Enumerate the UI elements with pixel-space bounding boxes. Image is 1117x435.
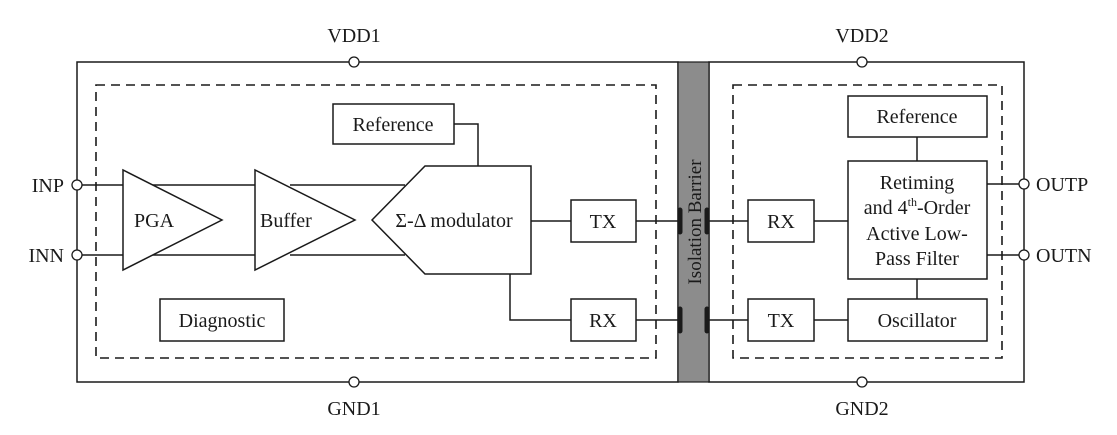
filter-label-line3: Active Low- [866, 223, 968, 245]
inn-pin [71, 249, 83, 261]
vdd1-pin [348, 56, 360, 68]
gnd1-label: GND1 [327, 398, 380, 420]
rx-right-label: RX [767, 211, 795, 233]
gnd2-pin [856, 376, 868, 388]
reference-right-label: Reference [876, 106, 957, 128]
reference-right-block [847, 95, 988, 138]
tx-right-block [747, 298, 815, 342]
inp-pin [71, 179, 83, 191]
pga-label: PGA [134, 210, 175, 232]
isolation-barrier-label: Isolation Barrier [685, 159, 706, 285]
gnd1-pin [348, 376, 360, 388]
outn-pin [1018, 249, 1030, 261]
inp-label: INP [32, 175, 64, 197]
outp-pin [1018, 178, 1030, 190]
rx-left-block [570, 298, 637, 342]
buffer-amplifier [254, 168, 357, 272]
vdd2-pin [856, 56, 868, 68]
inn-label: INN [28, 245, 64, 267]
vdd1-label: VDD1 [327, 25, 380, 47]
rx-right-block [747, 199, 815, 243]
oscillator-block [847, 298, 988, 342]
buffer-label: Buffer [260, 210, 312, 232]
modulator-label: Σ-Δ modulator [395, 210, 513, 232]
filter-label-line4: Pass Filter [875, 248, 959, 270]
tx-right-label: TX [768, 310, 795, 332]
tx-left-block [570, 199, 637, 243]
sigma-delta-modulator [370, 165, 532, 275]
outn-label: OUTN [1036, 245, 1092, 267]
filter-label-line2: and 4th-Order [864, 195, 971, 219]
diagnostic-label: Diagnostic [179, 310, 266, 332]
isolation-barrier [677, 61, 710, 383]
pga-amplifier [122, 168, 224, 272]
gnd2-label: GND2 [835, 398, 888, 420]
outp-label: OUTP [1036, 174, 1088, 196]
rx-left-label: RX [589, 310, 617, 332]
oscillator-label: Oscillator [878, 310, 957, 332]
filter-label-line1: Retiming [880, 172, 954, 194]
retiming-filter-block [847, 160, 988, 280]
vdd2-label: VDD2 [835, 25, 888, 47]
tx-left-label: TX [590, 211, 617, 233]
reference-left-label: Reference [352, 114, 433, 136]
diagnostic-block [159, 298, 285, 342]
